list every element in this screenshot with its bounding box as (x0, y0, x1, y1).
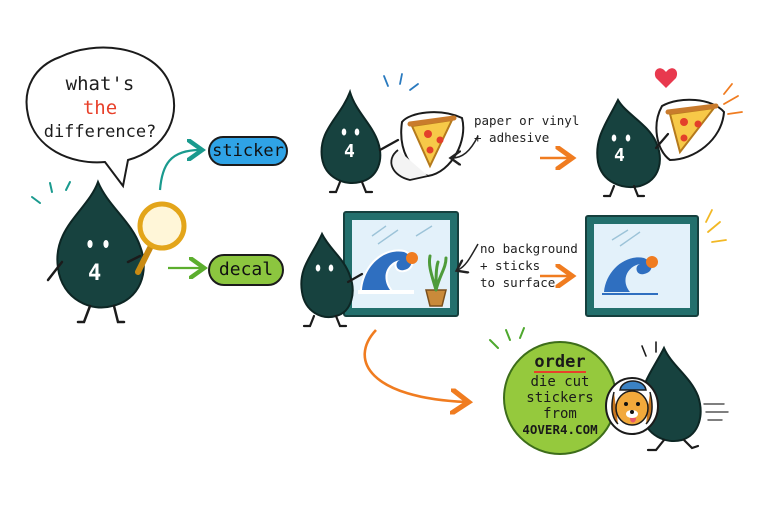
speech-bubble (25, 46, 176, 189)
question-line-3: difference? (43, 122, 157, 142)
sticker-label: sticker (208, 136, 288, 166)
cta-line-3: from (543, 406, 577, 422)
pizza-sticker-result-icon (654, 98, 726, 162)
plant-icon (425, 254, 448, 307)
note-arrow-sticker (452, 135, 479, 158)
decal-note: no background + sticks to surface (480, 240, 578, 291)
mascot-sticker (320, 73, 419, 194)
sparkle-lines-decal (705, 209, 727, 243)
decal-note-line-1: no background (480, 241, 578, 256)
sticker-label-text: sticker (212, 141, 284, 161)
note-arrow-decal (458, 243, 479, 270)
arrow-to-sticker (158, 150, 200, 191)
sticker-note-line-1: paper or vinyl (474, 113, 580, 128)
mascot-main (31, 179, 145, 324)
wave-decal-icon (358, 249, 418, 294)
sticker-note: paper or vinyl + adhesive (474, 112, 579, 146)
arrow-to-order (363, 329, 466, 402)
mascot-number-main: 4 (88, 261, 102, 286)
decal-note-line-2: + sticks (480, 258, 541, 273)
question-line-2: the (82, 97, 118, 119)
window-result (585, 215, 699, 317)
order-badge (489, 327, 617, 455)
decal-note-line-3: to surface (480, 275, 556, 290)
sparkle-lines-sticker (723, 83, 743, 115)
mascot-number-result: 4 (614, 145, 625, 166)
cta-line-1: die cut (530, 374, 590, 390)
dog-sticker-icon (605, 377, 659, 435)
mascot-decal (300, 231, 364, 328)
pizza-sticker-icon (390, 111, 465, 181)
question-text: what's the difference? (40, 72, 160, 144)
decal-label-text: decal (218, 259, 274, 280)
question-line-1: what's (65, 73, 135, 95)
cta-brand: 4OVER4.COM (522, 422, 598, 437)
heart-icon (654, 68, 678, 88)
magnifying-glass-icon (126, 201, 187, 275)
mascot-number-sticker: 4 (344, 141, 355, 162)
sticker-note-line-2: + adhesive (474, 130, 550, 145)
cta-title: order (534, 352, 586, 372)
cta-line-2: stickers (526, 390, 594, 406)
order-cta: order die cut stickers from 4OVER4.COM (510, 352, 610, 438)
decal-label: decal (208, 254, 284, 286)
mascot-sticker-result (596, 97, 661, 198)
